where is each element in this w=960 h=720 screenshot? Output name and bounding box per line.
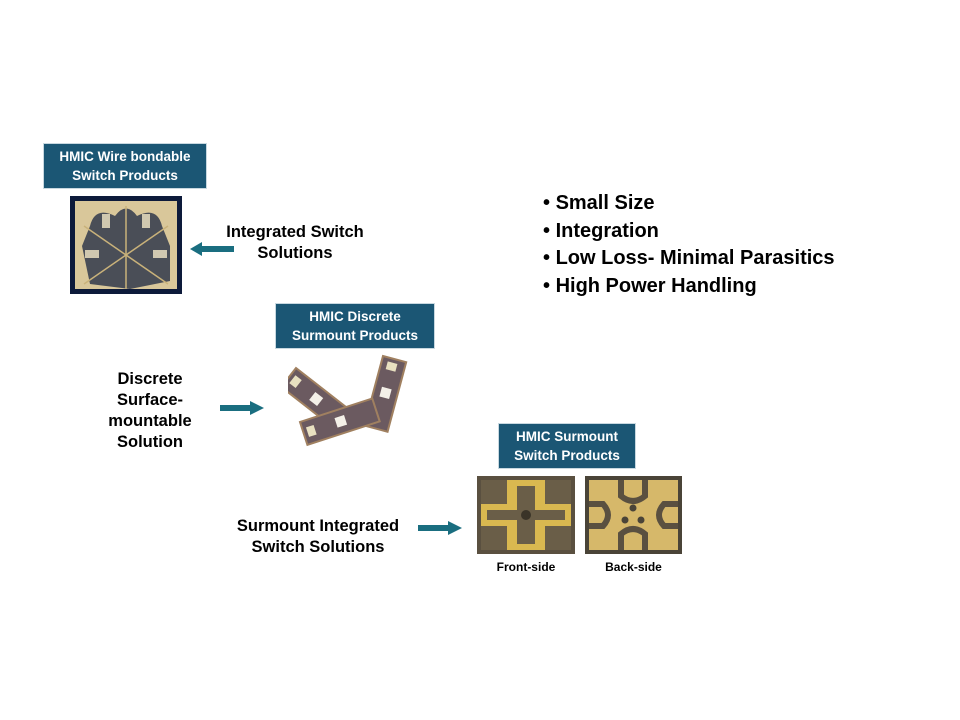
front-side-label: Front-side (496, 560, 556, 574)
bullet-item: Integration (543, 218, 835, 246)
label-line: Surmount Products (291, 328, 418, 343)
discrete-solution-caption: Discrete Surface- mountable Solution (80, 369, 220, 453)
discrete-chips-image (288, 354, 408, 447)
wire-bondable-label: HMIC Wire bondable Switch Products (43, 143, 207, 189)
caption-line: mountable (108, 412, 192, 430)
surmount-integrated-caption: Surmount Integrated Switch Solutions (218, 516, 418, 558)
wire-bondable-chip-image (70, 196, 182, 294)
caption-line: Discrete (117, 370, 183, 388)
discrete-surmount-label: HMIC Discrete Surmount Products (275, 303, 435, 349)
bullet-item: Low Loss- Minimal Parasitics (543, 245, 835, 273)
caption-line: Integrated Switch (226, 223, 364, 241)
label-line: HMIC Surmount (516, 429, 618, 444)
caption-line: Surface- (116, 391, 184, 409)
arrow-right-icon (418, 521, 462, 535)
surmount-switch-label: HMIC Surmount Switch Products (498, 423, 636, 469)
caption-line: Switch Solutions (251, 538, 385, 556)
label-line: Switch Products (514, 448, 620, 463)
caption-line: Solutions (257, 244, 333, 262)
label-line: HMIC Wire bondable (59, 149, 191, 164)
back-side-label: Back-side (605, 560, 662, 574)
integrated-switch-caption: Integrated Switch Solutions (210, 222, 380, 264)
back-side-chip-image (585, 476, 682, 554)
front-side-chip-image (477, 476, 575, 554)
feature-bullet-list: Small Size Integration Low Loss- Minimal… (543, 190, 835, 300)
bullet-item: High Power Handling (543, 273, 835, 301)
label-line: HMIC Discrete (309, 309, 401, 324)
bullet-item: Small Size (543, 190, 835, 218)
arrow-left-icon (190, 242, 234, 256)
caption-line: Solution (117, 433, 183, 451)
label-line: Switch Products (72, 168, 178, 183)
caption-line: Surmount Integrated (236, 517, 400, 535)
arrow-right-icon (220, 401, 264, 415)
